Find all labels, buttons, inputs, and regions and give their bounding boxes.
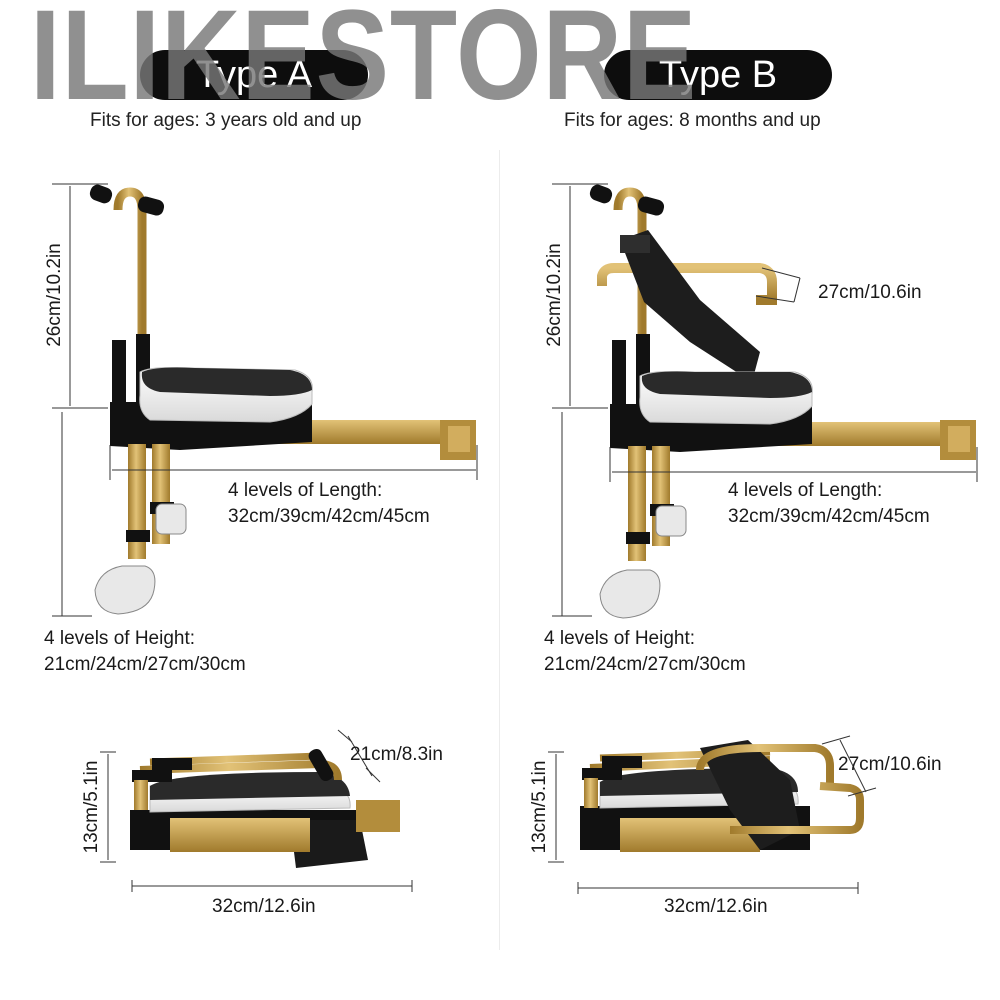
type-b-length-values: 32cm/39cm/42cm/45cm [728, 506, 930, 527]
type-b-folded-length: 32cm/12.6in [664, 896, 768, 917]
type-b-height-dimension: 26cm/10.2in [544, 243, 565, 347]
type-b-label: Type B [658, 54, 778, 96]
type-a-height-levels-values: 21cm/24cm/27cm/30cm [44, 654, 246, 675]
type-a-folded-length: 32cm/12.6in [212, 896, 316, 917]
type-a-badge: Type A [140, 50, 368, 100]
type-a-label: Type A [195, 54, 313, 96]
type-b-seat-upright [589, 184, 976, 619]
type-a-folded-width: 21cm/8.3in [350, 744, 443, 765]
type-a-dimension-lines [52, 183, 478, 617]
type-b-fits-ages: Fits for ages: 8 months and up [564, 110, 821, 131]
type-b-folded-height: 13cm/5.1in [529, 760, 550, 854]
type-a-folded-dimension-lines [100, 729, 413, 892]
type-b-seat-folded [580, 740, 864, 852]
type-b-height-levels-values: 21cm/24cm/27cm/30cm [544, 654, 746, 675]
type-a-fits-ages: Fits for ages: 3 years old and up [90, 110, 362, 131]
type-b-armrest-dimension: 27cm/10.6in [818, 282, 922, 303]
type-b-dimension-lines [552, 183, 978, 617]
type-b-length-title: 4 levels of Length: [728, 480, 883, 501]
column-divider [499, 150, 500, 950]
type-b-height-levels-title: 4 levels of Height: [544, 628, 696, 649]
type-b-folded-dimension-lines [548, 735, 877, 894]
type-a-seat-folded [130, 748, 400, 868]
type-a-length-title: 4 levels of Length: [228, 480, 383, 501]
type-b-badge: Type B [604, 50, 832, 100]
type-a-seat-upright [89, 184, 476, 615]
type-a-folded-height: 13cm/5.1in [81, 760, 102, 854]
type-a-height-levels-title: 4 levels of Height: [44, 628, 196, 649]
type-a-length-values: 32cm/39cm/42cm/45cm [228, 506, 430, 527]
store-watermark: ILIKESTORE [30, 0, 698, 127]
type-b-folded-width: 27cm/10.6in [838, 754, 942, 775]
type-a-height-dimension: 26cm/10.2in [44, 243, 65, 347]
